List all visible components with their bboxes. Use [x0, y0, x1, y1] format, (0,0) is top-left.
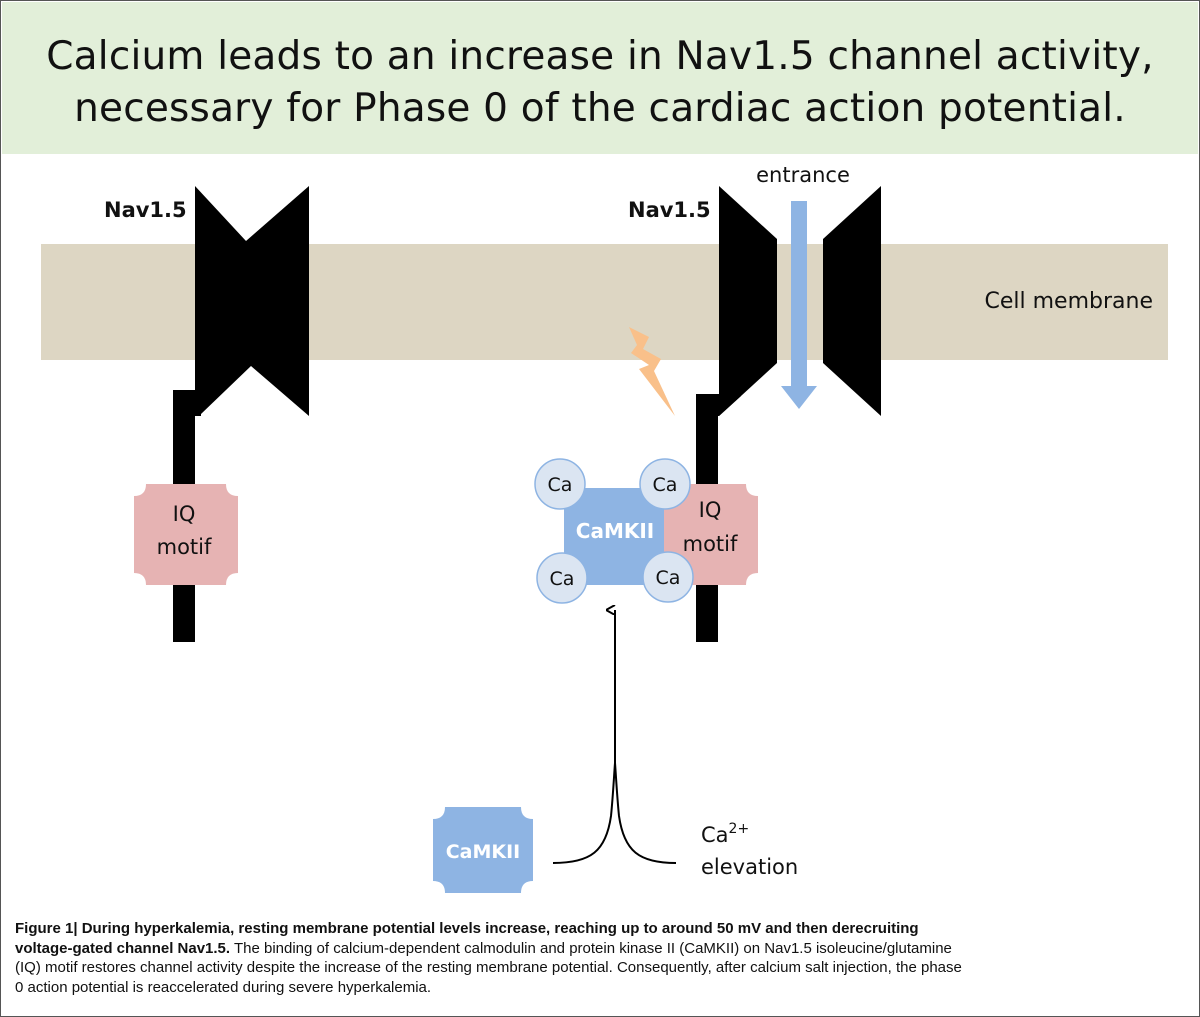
- lightning-icon: [629, 327, 675, 416]
- entrance-label: entrance: [756, 163, 850, 187]
- membrane-label: Cell membrane: [985, 289, 1153, 314]
- caption-line2-rest: The binding of calcium-dependent calmodu…: [230, 939, 952, 957]
- nav15-left-label: Nav1.5: [104, 198, 187, 222]
- closed-channel-body: [195, 186, 309, 416]
- iq-motif-right-line2: motif: [683, 532, 738, 556]
- camkii-bound-label: CaMKII: [576, 519, 654, 543]
- camkii-free-label: CaMKII: [446, 841, 521, 863]
- iq-motif-left: [134, 484, 238, 585]
- camkii-free: [433, 807, 533, 893]
- caption-line4: 0 action potential is reaccelerated duri…: [15, 978, 432, 996]
- caption-bold-line1: Figure 1| During hyperkalemia, resting m…: [15, 920, 919, 937]
- ca-elevation-word: elevation: [701, 855, 798, 879]
- caption-line1: Figure 1| During hyperkalemia, resting m…: [15, 919, 1187, 939]
- ca-ion-top-left: Ca: [534, 458, 586, 510]
- iq-motif-right-line1: IQ: [699, 498, 722, 522]
- ca-elevation-base: Ca: [701, 823, 729, 847]
- ca-ion-label: Ca: [656, 567, 681, 589]
- header-title-line2: necessary for Phase 0 of the cardiac act…: [74, 86, 1126, 131]
- ca-elevation-superscript: 2+: [729, 821, 750, 837]
- iq-motif-left-line2: motif: [157, 535, 212, 559]
- ca-elevation-label: Ca2+: [701, 821, 749, 847]
- ca-ion-bottom-left: Ca: [536, 552, 588, 604]
- calcium-spike-curve: [552, 762, 677, 864]
- open-channel-right-half: [823, 186, 881, 416]
- ca-ion-top-right: Ca: [639, 458, 691, 510]
- ca-ion-label: Ca: [653, 474, 678, 496]
- ca-ion-bottom-right: Ca: [642, 551, 694, 603]
- open-channel-left-half: [719, 186, 777, 416]
- open-channel-tail-top: [696, 371, 741, 416]
- caption-line3: (IQ) motif restores channel activity des…: [15, 959, 962, 976]
- caption-line2: voltage-gated channel Nav1.5. The bindin…: [15, 939, 1187, 959]
- header-title-line1: Calcium leads to an increase in Nav1.5 c…: [46, 34, 1154, 79]
- caption-bold-line2: voltage-gated channel Nav1.5.: [15, 939, 231, 957]
- ca-ion-label: Ca: [550, 568, 575, 590]
- figure-caption: Figure 1| During hyperkalemia, resting m…: [15, 919, 1187, 997]
- closed-channel-tail-top: [173, 390, 201, 416]
- ca-ion-label: Ca: [548, 474, 573, 496]
- iq-motif-left-line1: IQ: [173, 502, 196, 526]
- nav15-right-label: Nav1.5: [628, 198, 711, 222]
- header-banner: Calcium leads to an increase in Nav1.5 c…: [2, 2, 1198, 154]
- entrance-arrow: [781, 201, 817, 409]
